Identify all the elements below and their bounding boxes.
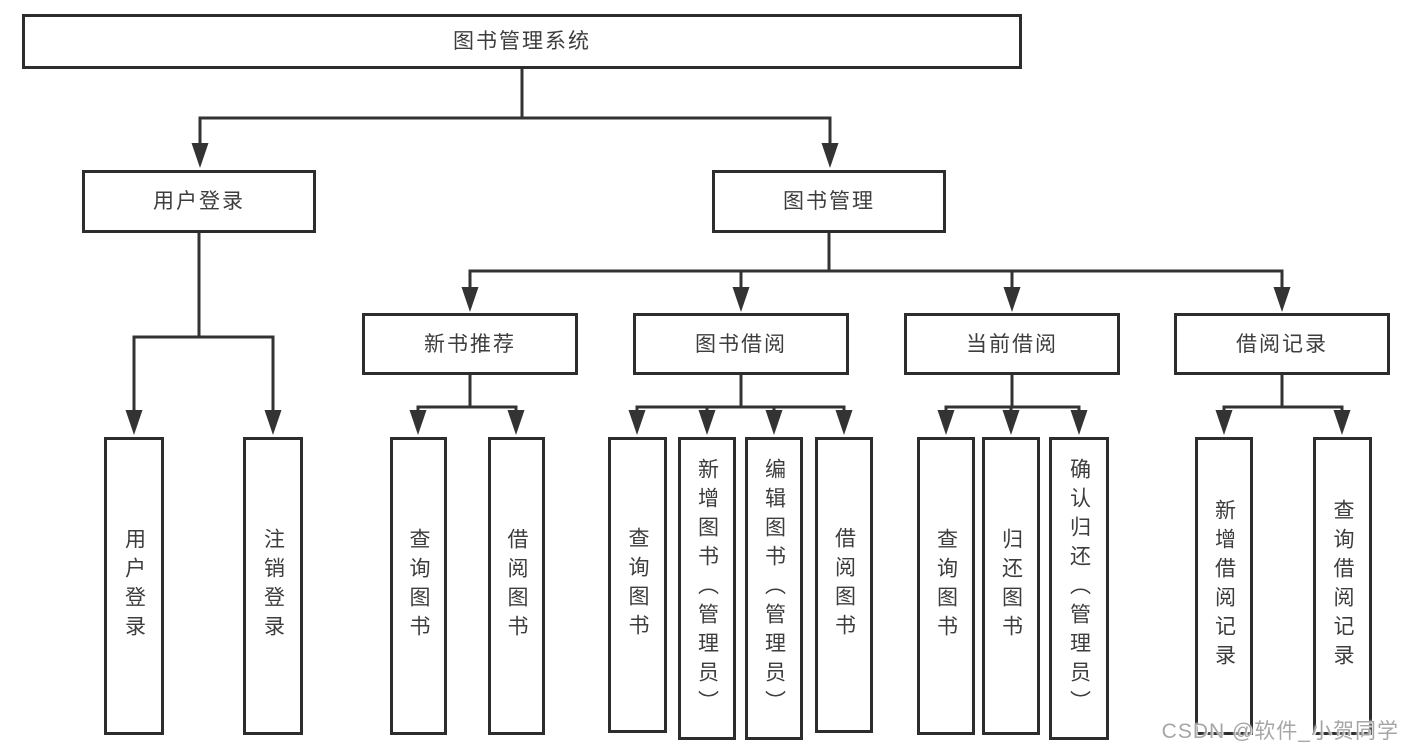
node-leaf-bb-add-books: 新增图书（管理员） bbox=[678, 437, 736, 740]
node-label: 查询借阅记录 bbox=[1331, 499, 1354, 673]
node-leaf-cb-query-books: 查询图书 bbox=[917, 437, 975, 735]
arrowhead-icon bbox=[125, 410, 143, 435]
arrowhead-icon bbox=[628, 410, 646, 435]
arrowhead-icon bbox=[1003, 287, 1021, 312]
arrowhead-icon bbox=[264, 410, 282, 435]
node-label: 借阅图书 bbox=[832, 527, 856, 643]
node-leaf-nb-query-books: 查询图书 bbox=[390, 437, 447, 735]
arrowhead-icon bbox=[1273, 287, 1291, 312]
node-label: 编辑图书（管理员） bbox=[762, 458, 786, 719]
arrowhead-icon bbox=[191, 143, 209, 168]
node-label: 新书推荐 bbox=[424, 332, 516, 356]
node-leaf-cb-confirm: 确认归还（管理员） bbox=[1049, 437, 1109, 740]
node-label: 用户登录 bbox=[153, 190, 245, 213]
node-label: 借阅图书 bbox=[505, 528, 528, 644]
arrowhead-icon bbox=[698, 410, 716, 435]
arrowhead-icon bbox=[507, 410, 525, 435]
node-label: 查询图书 bbox=[407, 528, 430, 644]
node-leaf-logout: 注销登录 bbox=[243, 437, 303, 735]
arrowhead-icon bbox=[1215, 410, 1233, 435]
node-label: 图书借阅 bbox=[695, 332, 787, 356]
node-current-borrow: 当前借阅 bbox=[904, 313, 1120, 375]
node-label: 新增借阅记录 bbox=[1212, 499, 1236, 673]
node-leaf-nb-borrow-books: 借阅图书 bbox=[488, 437, 545, 735]
node-label: 查询图书 bbox=[934, 528, 958, 644]
node-system: 图书管理系统 bbox=[22, 14, 1022, 69]
node-leaf-user-login: 用户登录 bbox=[104, 437, 164, 735]
arrowhead-icon bbox=[821, 143, 839, 168]
arrowhead-icon bbox=[1002, 410, 1020, 435]
arrowhead-icon bbox=[937, 410, 955, 435]
arrowhead-icon bbox=[1333, 410, 1351, 435]
arrowhead-icon bbox=[409, 410, 427, 435]
node-leaf-bb-edit-books: 编辑图书（管理员） bbox=[745, 437, 803, 740]
arrowhead-icon bbox=[835, 410, 853, 435]
node-leaf-bb-query-books: 查询图书 bbox=[608, 437, 667, 733]
node-label: 当前借阅 bbox=[966, 332, 1058, 356]
arrowhead-icon bbox=[765, 410, 783, 435]
node-label: 用户登录 bbox=[122, 528, 146, 644]
node-leaf-br-add-record: 新增借阅记录 bbox=[1195, 437, 1253, 735]
arrowhead-icon bbox=[461, 287, 479, 312]
node-leaf-br-query-record: 查询借阅记录 bbox=[1313, 437, 1372, 735]
node-label: 图书管理 bbox=[783, 190, 875, 213]
node-leaf-cb-return-books: 归还图书 bbox=[982, 437, 1040, 735]
node-leaf-bb-borrow-books: 借阅图书 bbox=[815, 437, 873, 733]
node-new-book-recommend: 新书推荐 bbox=[362, 313, 578, 375]
node-label: 归还图书 bbox=[999, 528, 1023, 644]
node-user-login: 用户登录 bbox=[82, 170, 316, 233]
arrowhead-icon bbox=[732, 287, 750, 312]
arrowhead-icon bbox=[1070, 410, 1088, 435]
node-book-management: 图书管理 bbox=[712, 170, 946, 233]
node-label: 确认归还（管理员） bbox=[1067, 458, 1091, 719]
node-label: 借阅记录 bbox=[1236, 332, 1328, 356]
node-book-borrow: 图书借阅 bbox=[633, 313, 849, 375]
node-label: 新增图书（管理员） bbox=[695, 458, 719, 719]
node-borrow-records: 借阅记录 bbox=[1174, 313, 1390, 375]
node-label: 图书管理系统 bbox=[453, 30, 591, 53]
node-label: 查询图书 bbox=[626, 527, 649, 643]
node-label: 注销登录 bbox=[261, 528, 285, 644]
